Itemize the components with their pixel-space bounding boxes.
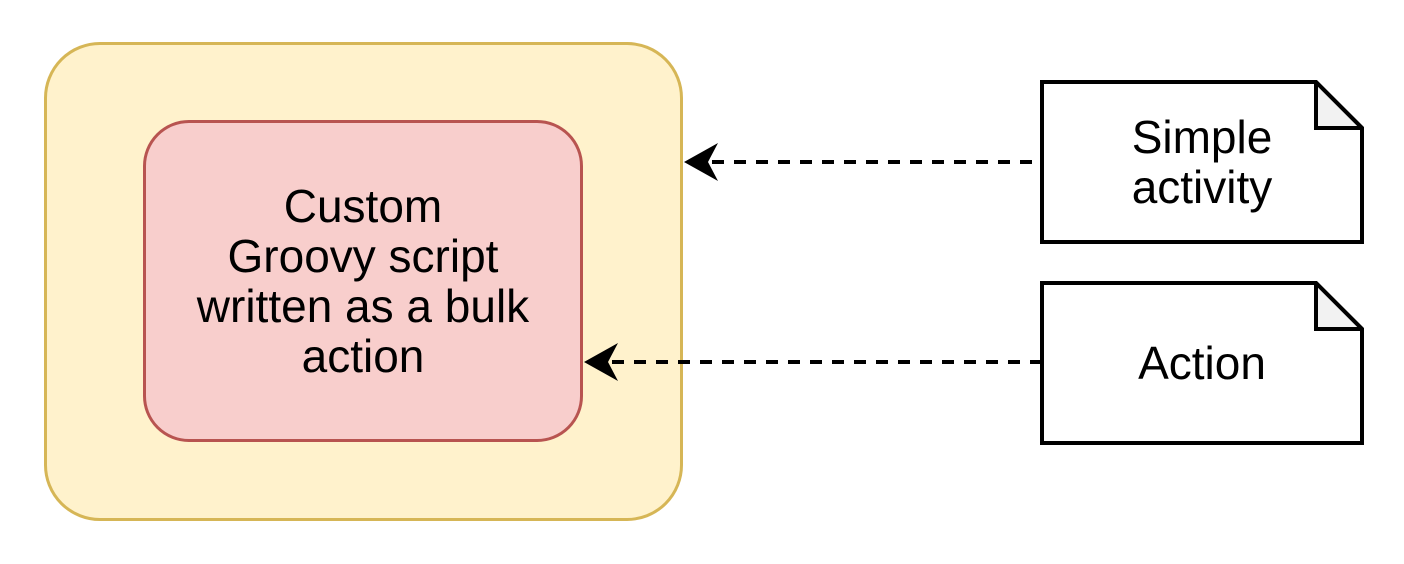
note-action-label: Action bbox=[1138, 337, 1266, 389]
note-fold-corner bbox=[1314, 281, 1364, 331]
note-simple-activity-label: Simple activity bbox=[1131, 111, 1273, 213]
note-action: Action bbox=[1040, 281, 1364, 445]
arrowhead-simple-activity-icon bbox=[684, 143, 718, 181]
note-fold-corner bbox=[1314, 80, 1364, 130]
note-shape bbox=[1040, 281, 1364, 445]
custom-groovy-script-node: Custom Groovy script written as a bulk a… bbox=[143, 120, 583, 442]
note-outline bbox=[1040, 281, 1364, 445]
note-simple-activity: Simple activity bbox=[1040, 80, 1364, 244]
note-outline bbox=[1040, 80, 1364, 244]
custom-groovy-script-label: Custom Groovy script written as a bulk a… bbox=[196, 180, 530, 382]
note-shape bbox=[1040, 80, 1364, 244]
